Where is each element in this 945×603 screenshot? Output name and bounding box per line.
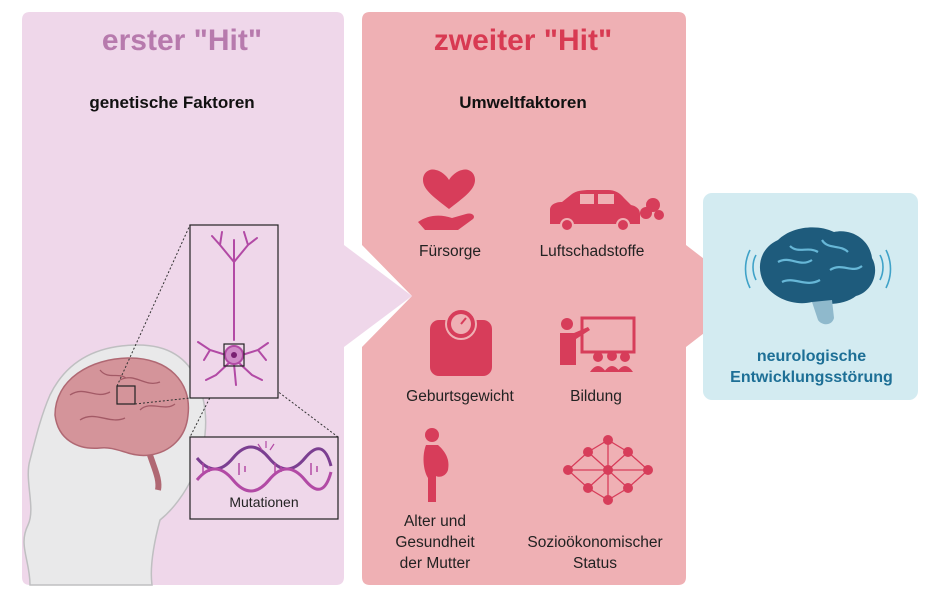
classroom-icon (560, 316, 636, 372)
second-hit-panel (362, 12, 752, 585)
first-hit-subtitle: genetische Faktoren (89, 93, 255, 112)
factor-label-status: Sozioökonomischer Status (510, 532, 680, 574)
outcome-line: neurologische (756, 348, 867, 365)
factor-label-mutter: Alter und Gesundheit der Mutter (380, 511, 490, 574)
factor-line: der Mutter (399, 555, 471, 572)
factor-line: Alter und (403, 513, 467, 530)
factor-line: Status (573, 555, 617, 572)
baby-head-icon (23, 344, 207, 586)
dna-icon (195, 441, 333, 493)
factor-line: Gesundheit (395, 534, 475, 551)
pregnant-woman-icon (423, 428, 449, 502)
factor-label-luftschadstoffe: Luftschadstoffe (539, 243, 645, 260)
second-hit-subtitle: Umweltfaktoren (459, 93, 587, 112)
mutation-label: Mutationen (229, 494, 299, 510)
factor-label-geburtsgewicht: Geburtsgewicht (406, 388, 514, 405)
neuron-icon (197, 231, 269, 386)
outcome-label: neurologische Entwicklungsstörung (705, 346, 918, 388)
factor-label-fuersorge: Fürsorge (418, 243, 482, 260)
social-network-icon (563, 435, 653, 505)
factor-label-bildung: Bildung (570, 388, 622, 405)
outcome-line: Entwicklungsstörung (730, 369, 893, 386)
second-hit-title: zweiter "Hit" (433, 24, 613, 57)
brain-zoom-box (116, 385, 136, 405)
first-hit-title: erster "Hit" (101, 24, 263, 57)
heart-hand-icon (418, 169, 475, 230)
neuron-zoom-box (223, 343, 245, 367)
brain-icon (744, 227, 892, 325)
car-exhaust-icon (550, 190, 664, 232)
factor-line: Sozioökonomischer (527, 534, 663, 551)
scale-icon (430, 308, 492, 376)
